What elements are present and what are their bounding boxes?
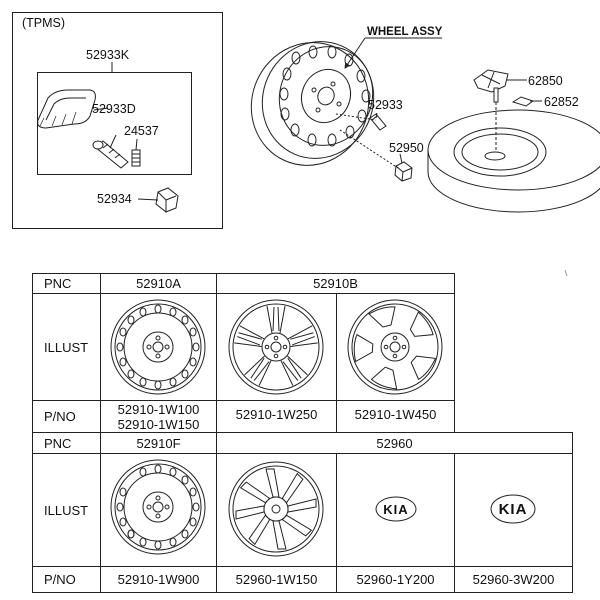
- steel-wheel-icon: [250, 41, 375, 166]
- spare-tire-bolt-icon: [473, 69, 509, 152]
- part-label-52933K: 52933K: [86, 48, 130, 62]
- row-label-pnc-2: PNC: [44, 435, 72, 451]
- alloy-wheel-illust-10spoke: [228, 299, 324, 395]
- pno-52960-1W150: 52960-1W150: [235, 572, 318, 587]
- kia-emblem-text-small: KIA: [383, 501, 409, 517]
- row-label-illust: ILLUST: [44, 339, 89, 355]
- pnc-52910F: 52910F: [136, 435, 181, 451]
- valve-stem-icon: [92, 140, 129, 169]
- parts-table-grid: [32, 273, 573, 593]
- part-label-52933D: 52933D: [92, 102, 136, 116]
- kia-emblem-text-large: KIA: [498, 500, 528, 518]
- pno-cell-52910A: 52910-1W100 52910-1W150: [101, 401, 216, 432]
- part-label-62850: 62850: [528, 74, 563, 88]
- row-label-pno: P/NO: [44, 409, 76, 424]
- part-label-62852: 62852: [544, 95, 579, 109]
- pnc-52910B: 52910B: [313, 276, 358, 291]
- lug-nut-icon: [394, 161, 413, 182]
- pno-52960-3W200: 52960-3W200: [472, 572, 555, 587]
- row-label-pno-2: P/NO: [44, 572, 76, 587]
- alloy-wheel-illust-5spoke: [347, 299, 443, 396]
- spare-tire-icon: [427, 109, 600, 213]
- row-label-illust-2: ILLUST: [44, 502, 89, 518]
- pno-52960-1Y200: 52960-1Y200: [356, 572, 435, 587]
- kia-emblem-large: [490, 494, 536, 524]
- steel-wheel-illust-f: [110, 459, 206, 555]
- part-label-52934: 52934: [97, 192, 132, 206]
- wheel-cover-illust: [228, 461, 324, 557]
- pno-52910-1W150: 52910-1W150: [117, 416, 200, 432]
- pno-52910-1W100: 52910-1W100: [117, 401, 200, 417]
- tpms-group-box: [12, 12, 223, 229]
- tpms-title: (TPMS): [22, 16, 66, 30]
- valve-cap-icon: [155, 187, 179, 213]
- part-label-52933: 52933: [368, 98, 403, 112]
- pnc-52910A: 52910A: [136, 276, 181, 291]
- kia-emblem-small: [375, 496, 417, 522]
- part-label-52950: 52950: [389, 141, 424, 155]
- row-label-pnc: PNC: [44, 276, 72, 291]
- pno-52910-1W900: 52910-1W900: [117, 572, 200, 587]
- pnc-52960: 52960: [376, 435, 413, 451]
- steel-wheel-illust-a: [110, 299, 206, 395]
- tpms-sensor-icon: [37, 89, 96, 129]
- wheel-bolt-icon: [369, 113, 387, 131]
- wheel-assy-label: WHEEL ASSY: [367, 26, 443, 38]
- part-label-24537: 24537: [124, 124, 159, 138]
- valve-core-icon: [131, 149, 141, 167]
- pno-52910-1W250: 52910-1W250: [235, 406, 318, 422]
- pno-52910-1W450: 52910-1W450: [354, 406, 437, 422]
